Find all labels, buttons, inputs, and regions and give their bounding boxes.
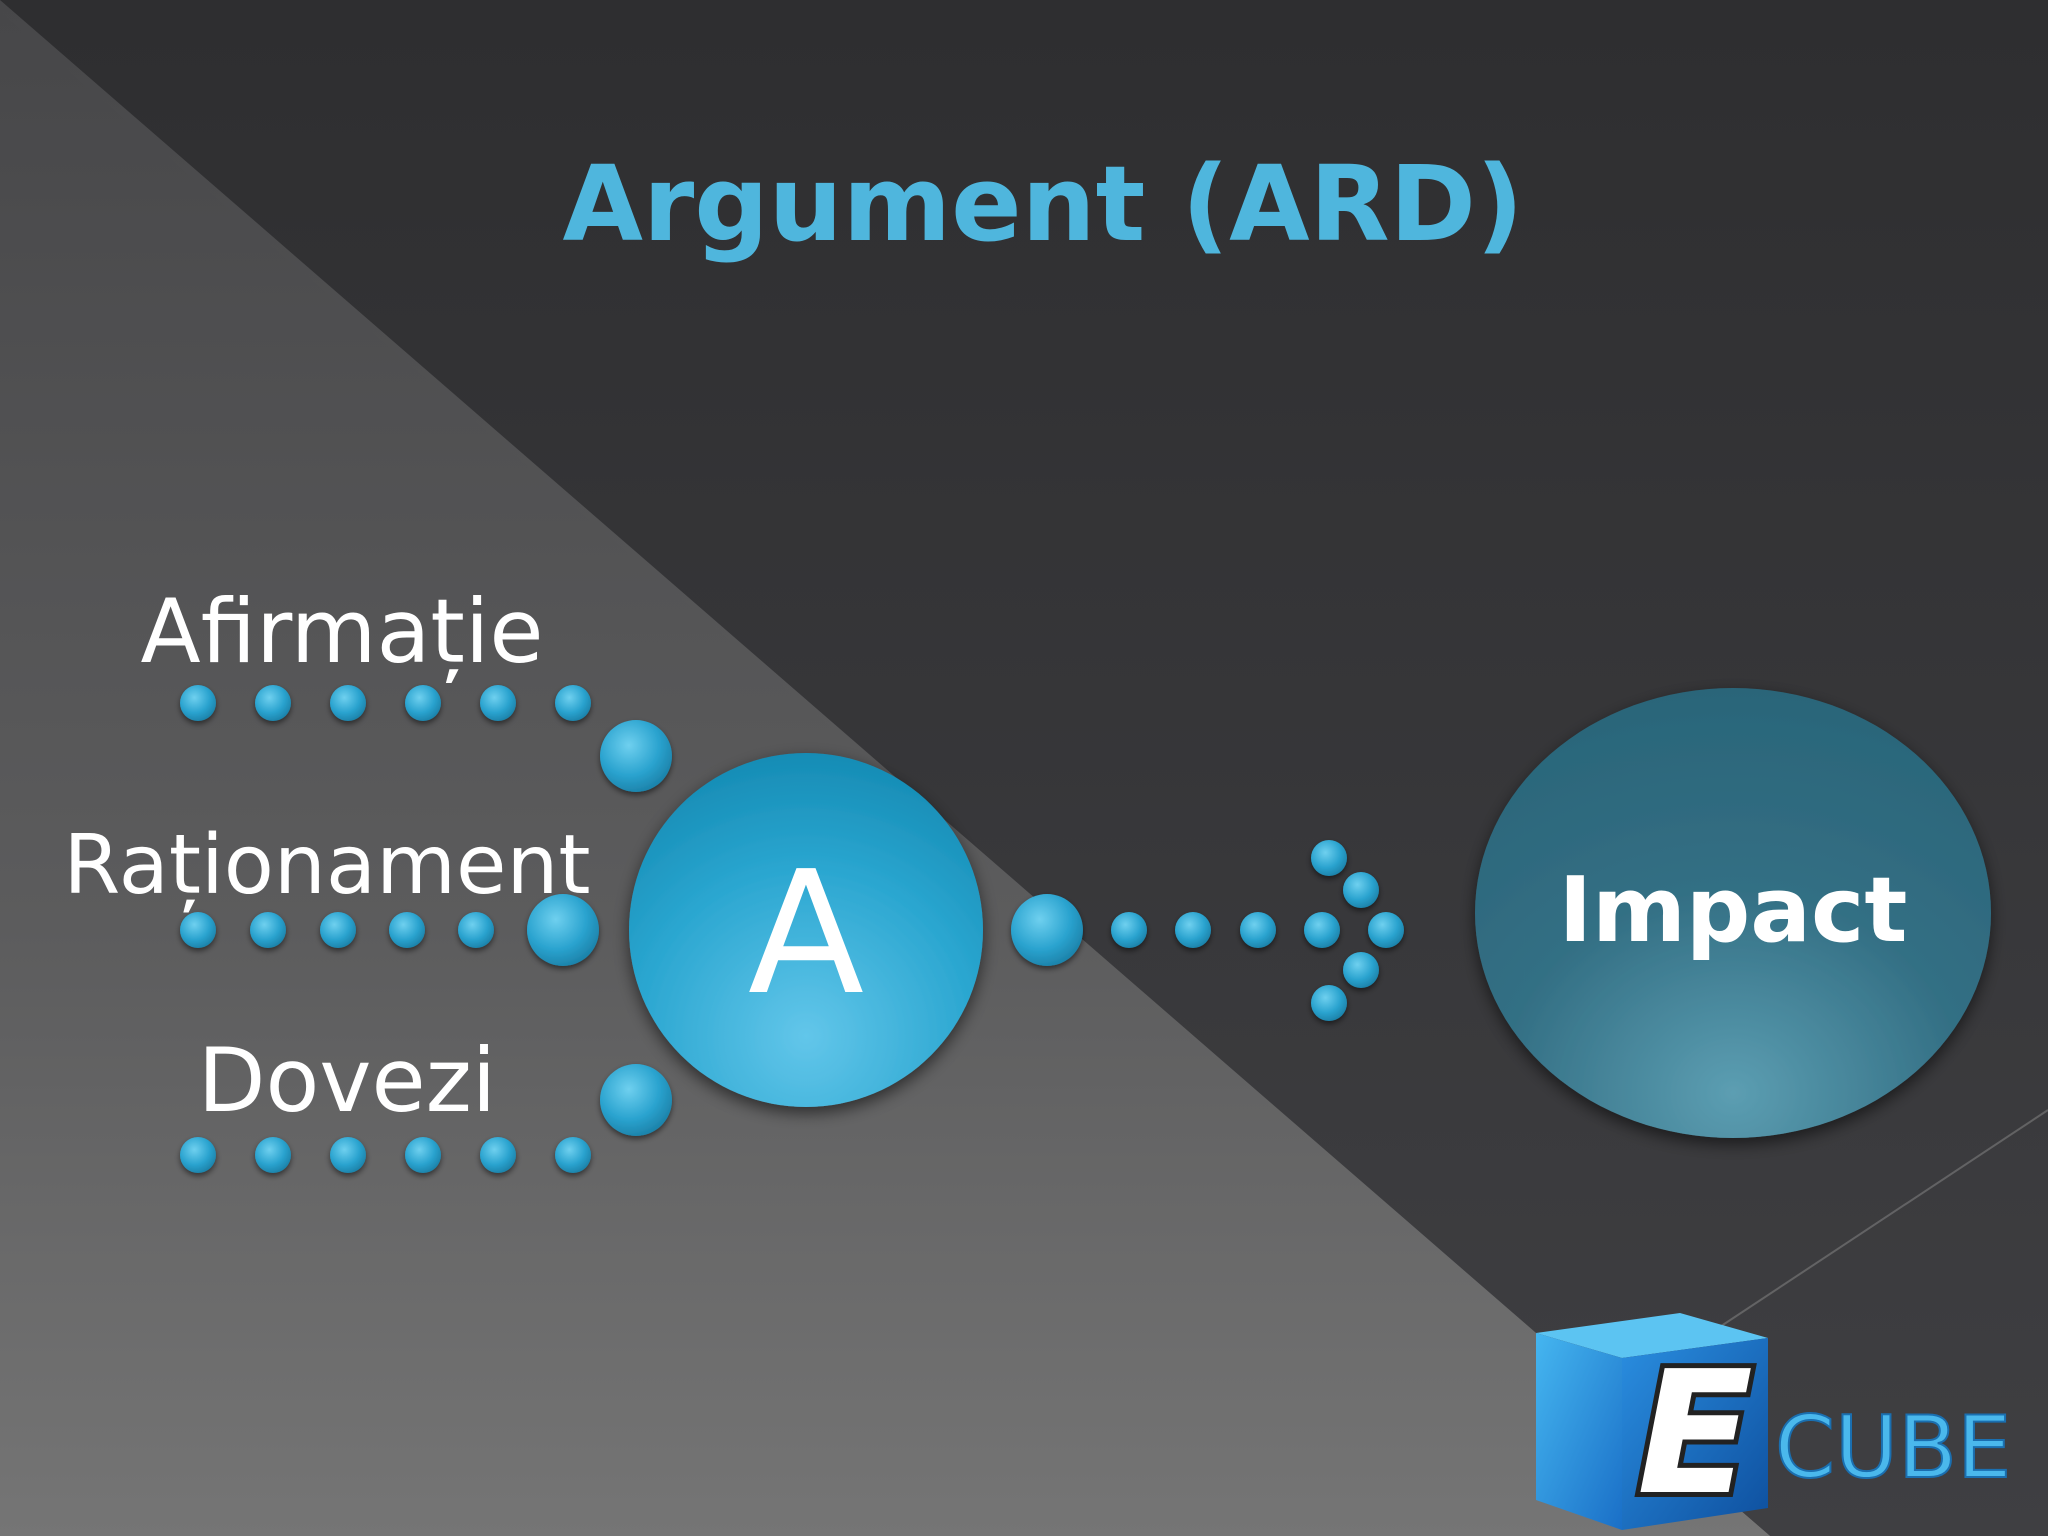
arrow-head-dot	[1343, 952, 1379, 988]
logo-wordmark: CUBE	[1775, 1398, 2011, 1498]
input-label-afirmatie: Afirmație	[140, 580, 543, 683]
connector-dot	[389, 912, 425, 948]
connector-dot	[180, 1137, 216, 1173]
connector-dot-large	[600, 720, 672, 792]
connector-dot	[480, 1137, 516, 1173]
slide-title: Argument (ARD)	[562, 143, 1523, 265]
impact-ellipse	[1475, 688, 1991, 1138]
arrow-head-dot	[1311, 985, 1347, 1021]
connector-dot	[555, 685, 591, 721]
connector-dot	[250, 912, 286, 948]
connector-dot	[405, 685, 441, 721]
arrow-dots	[1011, 840, 1404, 1021]
connector-dot	[458, 912, 494, 948]
connector-dot	[480, 685, 516, 721]
arrow-dot	[1240, 912, 1276, 948]
connector-dot-large	[527, 894, 599, 966]
center-circle	[629, 753, 983, 1107]
arrow-head-dot	[1311, 840, 1347, 876]
connector-dot	[180, 912, 216, 948]
arrow-dot	[1111, 912, 1147, 948]
connector-dot	[405, 1137, 441, 1173]
connector-dot	[555, 1137, 591, 1173]
connector-dot	[180, 685, 216, 721]
connector-dots-row-3	[180, 1064, 672, 1173]
arrow-head-dot	[1368, 912, 1404, 948]
background-corner-line	[1699, 1109, 2048, 1341]
impact-label: Impact	[1559, 858, 1908, 963]
connector-dot-large	[600, 1064, 672, 1136]
connector-dot	[320, 912, 356, 948]
logo-letter-e: E	[1637, 1335, 1753, 1533]
cube-side-face	[1622, 1338, 1768, 1530]
arrow-dot	[1175, 912, 1211, 948]
input-label-dovezi: Dovezi	[198, 1029, 496, 1132]
arrow-dot-large	[1011, 894, 1083, 966]
connector-dot	[330, 1137, 366, 1173]
arrow-head-dot	[1343, 872, 1379, 908]
center-letter: A	[748, 835, 864, 1033]
connector-dots-row-2	[180, 894, 599, 966]
connector-dot	[255, 685, 291, 721]
connector-dot	[255, 1137, 291, 1173]
cube-top-face	[1536, 1313, 1768, 1358]
connector-dot	[330, 685, 366, 721]
connector-dots-row-1	[180, 685, 672, 792]
center-node-a: A	[629, 753, 983, 1107]
impact-node: Impact	[1475, 688, 1991, 1138]
input-label-rationament: Raționament	[63, 818, 590, 913]
arrow-dot	[1304, 912, 1340, 948]
ecube-logo: E CUBE	[1536, 1313, 2012, 1536]
cube-front-face	[1536, 1333, 1622, 1530]
